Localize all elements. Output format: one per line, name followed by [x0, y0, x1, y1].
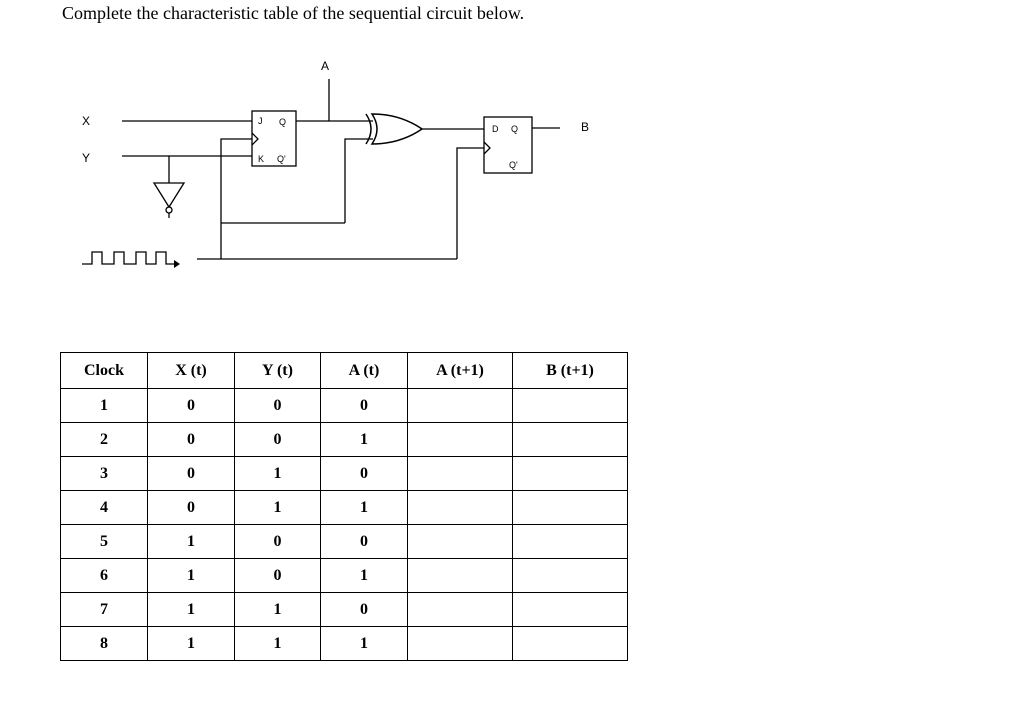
input-y-label: Y [82, 151, 90, 165]
cell-x: 0 [147, 422, 235, 457]
jk-k-label: K [258, 154, 264, 164]
characteristic-table: Clock X (t) Y (t) A (t) A (t+1) B (t+1) … [60, 352, 628, 661]
cell-b-next[interactable] [512, 558, 628, 593]
d-q-label: Q [511, 124, 518, 134]
cell-y: 0 [234, 388, 321, 423]
clock-pulse-icon [82, 251, 174, 265]
not-gate [152, 182, 186, 218]
jk-q-label: Q [279, 117, 286, 127]
jk-j-label: J [258, 116, 263, 126]
cell-y: 1 [234, 490, 321, 525]
cell-clock: 7 [60, 592, 148, 627]
cell-a-next[interactable] [407, 626, 513, 661]
wire-feedback [344, 138, 373, 223]
cell-a: 0 [320, 524, 408, 559]
cell-a-next[interactable] [407, 524, 513, 559]
cell-a-next[interactable] [407, 490, 513, 525]
cell-a: 0 [320, 592, 408, 627]
header-b-next: B (t+1) [512, 352, 628, 389]
cell-b-next[interactable] [512, 524, 628, 559]
xor-gate [365, 113, 424, 145]
question-text: Complete the characteristic table of the… [62, 3, 525, 23]
cell-b-next[interactable] [512, 422, 628, 457]
header-a-next: A (t+1) [407, 352, 513, 389]
cell-a: 1 [320, 490, 408, 525]
header-a: A (t) [320, 352, 408, 389]
d-d-label: D [492, 124, 499, 134]
cell-clock: 1 [60, 388, 148, 423]
cell-x: 0 [147, 456, 235, 491]
d-qbar-label: Q' [509, 160, 518, 170]
table-header-row: Clock X (t) Y (t) A (t) A (t+1) B (t+1) [60, 352, 628, 389]
cell-x: 0 [147, 490, 235, 525]
cell-a: 0 [320, 456, 408, 491]
cell-a-next[interactable] [407, 592, 513, 627]
cell-x: 0 [147, 388, 235, 423]
cell-y: 1 [234, 456, 321, 491]
header-clock: Clock [60, 352, 148, 389]
cell-a-next[interactable] [407, 456, 513, 491]
wire-clock-jk [220, 138, 252, 259]
cell-clock: 4 [60, 490, 148, 525]
cell-a: 0 [320, 388, 408, 423]
wire-jk-q [296, 79, 330, 122]
cell-b-next[interactable] [512, 490, 628, 525]
cell-b-next[interactable] [512, 592, 628, 627]
cell-x: 1 [147, 524, 235, 559]
clock-arrow-icon [174, 260, 180, 268]
cell-clock: 2 [60, 422, 148, 457]
wire-clock-d [456, 147, 484, 259]
cell-x: 1 [147, 592, 235, 627]
jk-flip-flop [251, 110, 297, 167]
cell-clock: 3 [60, 456, 148, 491]
cell-b-next[interactable] [512, 456, 628, 491]
cell-y: 0 [234, 558, 321, 593]
cell-x: 1 [147, 626, 235, 661]
cell-y: 1 [234, 626, 321, 661]
jk-qbar-label: Q' [277, 154, 286, 164]
header-y: Y (t) [234, 352, 321, 389]
cell-a-next[interactable] [407, 422, 513, 457]
cell-y: 0 [234, 524, 321, 559]
cell-b-next[interactable] [512, 626, 628, 661]
d-flip-flop [483, 116, 533, 174]
cell-a-next[interactable] [407, 558, 513, 593]
cell-a: 1 [320, 558, 408, 593]
header-x: X (t) [147, 352, 235, 389]
cell-b-next[interactable] [512, 388, 628, 423]
cell-clock: 6 [60, 558, 148, 593]
cell-y: 0 [234, 422, 321, 457]
cell-clock: 5 [60, 524, 148, 559]
cell-a: 1 [320, 626, 408, 661]
cell-y: 1 [234, 592, 321, 627]
cell-a: 1 [320, 422, 408, 457]
cell-x: 1 [147, 558, 235, 593]
output-b-label: B [581, 120, 589, 134]
cell-clock: 8 [60, 626, 148, 661]
cell-a-next[interactable] [407, 388, 513, 423]
input-x-label: X [82, 114, 90, 128]
output-a-label: A [321, 59, 329, 73]
circuit-diagram: X Y A B J Q K Q' D Q Q' [82, 59, 589, 268]
